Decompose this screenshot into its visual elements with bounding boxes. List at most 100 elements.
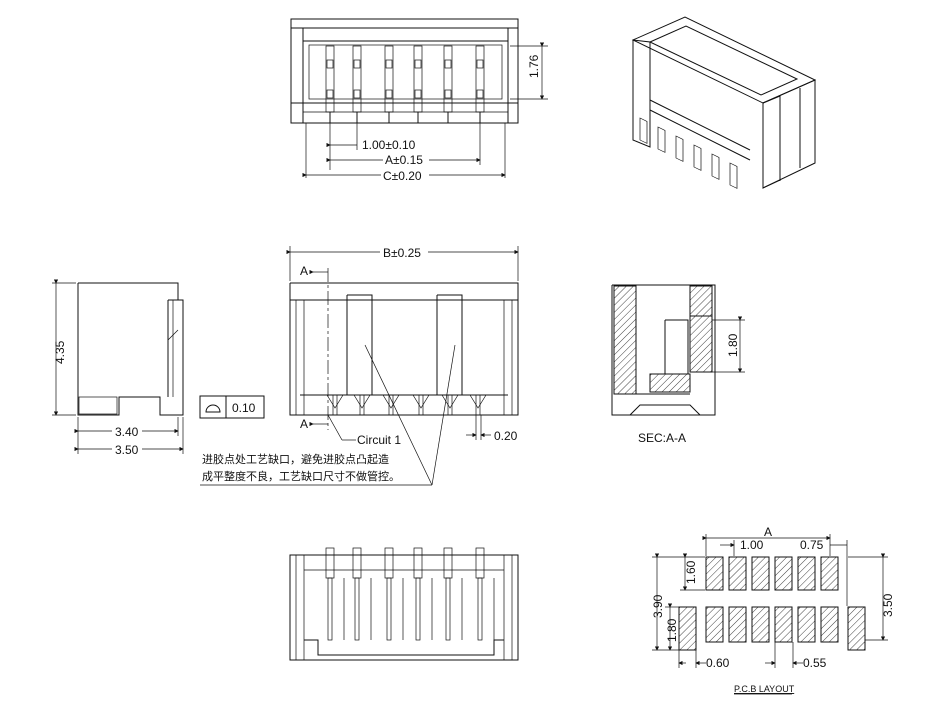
pcb-signal-pad [705, 606, 724, 643]
bottom-pin-head [443, 547, 453, 579]
bottom-pin-head [325, 547, 335, 579]
flatness-callout [199, 395, 265, 419]
pcb-dim-a: A [764, 525, 772, 539]
iso-pin [639, 117, 648, 144]
pcb-dim-180: 1.80 [665, 618, 679, 642]
pcb-signal-pad [705, 556, 724, 591]
pcb-signal-pad [820, 556, 839, 591]
dim-176: 1.76 [527, 54, 541, 78]
bottom-pin [354, 577, 360, 641]
pcb-signal-pad [820, 606, 839, 643]
top-pin [413, 45, 423, 113]
top-pin [475, 45, 485, 113]
pcb-mount-pad [847, 606, 866, 651]
side-view: 4.35 3.40 3.50 0.10 [52, 279, 265, 457]
circuit-1-label: Circuit 1 [357, 433, 401, 447]
bottom-pin-head [475, 547, 485, 579]
section-view: 1.80 SEC:A-A [611, 284, 745, 445]
pcb-dim-160: 1.60 [684, 560, 698, 584]
front-pin [447, 394, 453, 416]
front-pin [388, 394, 394, 416]
bottom-pin-head [413, 547, 423, 579]
flatness-symbol [205, 404, 221, 413]
pcb-dim-pitch: 1.00 [740, 538, 764, 552]
dim-350: 3.50 [115, 443, 139, 457]
pcb-layout: A 1.00 0.75 1.60 3.90 1.80 3.50 0.60 [651, 525, 895, 695]
top-pin-contact [414, 89, 422, 99]
front-notch [469, 394, 487, 409]
dim-b: B±0.25 [383, 246, 421, 260]
iso-pin [693, 144, 702, 171]
pcb-dim-060: 0.60 [706, 656, 730, 670]
top-pin [443, 45, 453, 113]
front-pin [359, 394, 365, 416]
top-pin-contact [326, 89, 334, 99]
top-view-pins [325, 45, 485, 123]
top-pin-contact [444, 89, 452, 99]
iso-pin [711, 153, 720, 180]
dim-435: 4.35 [53, 340, 67, 364]
top-pin-contact [353, 59, 361, 69]
pcb-signal-pad [797, 556, 816, 591]
top-pin-contact [444, 59, 452, 69]
top-pin-contact [353, 89, 361, 99]
top-pin [352, 45, 362, 113]
bottom-pin [477, 577, 483, 641]
bottom-pin [445, 577, 451, 641]
bottom-pin [415, 577, 421, 641]
bottom-view [289, 547, 519, 661]
pcb-signal-pad [751, 556, 770, 591]
note-line-1: 进胶点处工艺缺口，避免进胶点凸起造 [202, 452, 389, 466]
iso-pin [675, 135, 684, 162]
dim-pitch: 1.00±0.10 [362, 138, 416, 152]
top-pin-contact [476, 59, 484, 69]
pcb-signal-pad [797, 606, 816, 643]
front-pin [332, 394, 338, 416]
bottom-pin [327, 577, 333, 641]
section-title: SEC:A-A [638, 431, 686, 445]
top-pin-contact [326, 59, 334, 69]
dim-180-section: 1.80 [726, 333, 740, 357]
top-pin-contact [414, 59, 422, 69]
front-notch [382, 394, 400, 409]
pcb-signal-pad [774, 606, 793, 643]
top-pin-contact [476, 89, 484, 99]
pcb-dim-055: 0.55 [803, 656, 827, 670]
pcb-signal-pad [751, 606, 770, 643]
bottom-pin-head [384, 547, 394, 579]
front-pin [418, 394, 424, 416]
pcb-mount-pad [678, 606, 697, 651]
dim-c-top: C±0.20 [383, 169, 422, 183]
pcb-dim-390: 3.90 [651, 594, 665, 618]
front-notch [441, 394, 459, 409]
pcb-dim-350: 3.50 [881, 593, 895, 617]
pcb-signal-pad [728, 606, 747, 643]
dim-340: 3.40 [115, 425, 139, 439]
front-notch [412, 394, 430, 409]
top-view: 1.76 1.00±0.10 A±0.15 C±0.20 [290, 18, 548, 183]
dim-a-top: A±0.15 [385, 153, 423, 167]
isometric-view [631, 16, 817, 189]
section-mark-bottom: A [300, 417, 308, 431]
top-pin-contact [385, 89, 393, 99]
iso-pin [657, 126, 666, 153]
bottom-pin-head [352, 547, 362, 579]
flatness-value: 0.10 [232, 401, 256, 415]
iso-pin [729, 162, 738, 189]
top-pin-contact [385, 59, 393, 69]
front-notch [353, 394, 371, 409]
note-line-2: 成平整度不良，工艺缺口尺寸不做管控。 [202, 469, 400, 483]
bottom-pin [386, 577, 392, 641]
pcb-dim-075: 0.75 [800, 538, 824, 552]
front-pin [475, 394, 481, 416]
top-pin [384, 45, 394, 113]
section-mark-top: A [300, 264, 308, 278]
dim-020: 0.20 [494, 429, 518, 443]
pcb-signal-pad [728, 556, 747, 591]
top-pin [325, 45, 335, 113]
front-notch [326, 394, 344, 409]
front-view: A A B±0.25 Circuit 1 0.20 进胶点处工艺缺口，避免进胶点… [200, 245, 519, 486]
pcb-signal-pad [774, 556, 793, 591]
pcb-title: P.C.B LAYOUT [734, 684, 795, 694]
